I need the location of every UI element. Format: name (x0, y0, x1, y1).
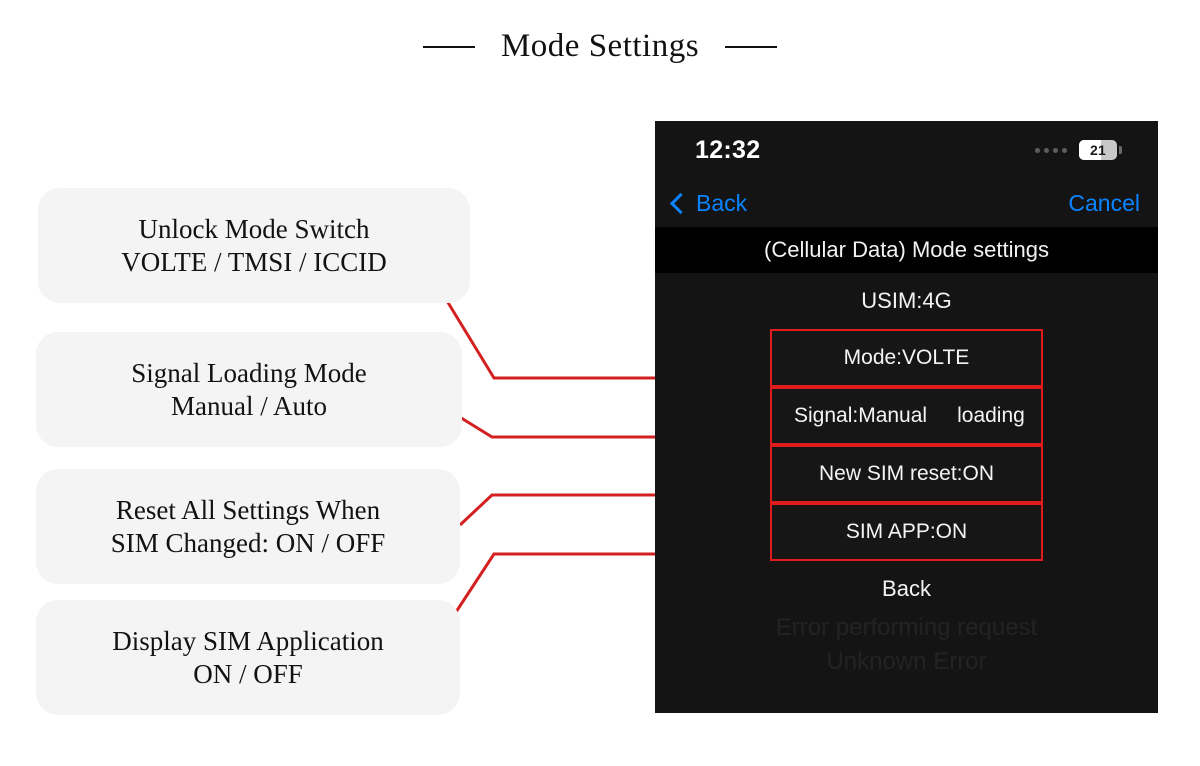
ghost-error-line-1: Error performing request (775, 614, 1038, 641)
callout-line-1: Unlock Mode Switch (138, 213, 370, 244)
status-right-group: 21 (1035, 140, 1122, 160)
nav-back-label: Back (696, 189, 748, 216)
page-title-text: Mode Settings (500, 28, 700, 64)
nav-back-button[interactable]: Back (669, 190, 747, 217)
status-bar: 12:32 21 (655, 121, 1158, 179)
battery-level-text: 21 (1090, 142, 1106, 158)
nav-bar: Back Cancel (655, 179, 1158, 227)
title-rule-right (725, 45, 778, 48)
callout-unlock-mode-switch: Unlock Mode Switch VOLTE / TMSI / ICCID (38, 188, 470, 303)
signal-dots-icon (1035, 147, 1067, 153)
callout-line-1: Reset All Settings When (115, 494, 381, 525)
option-label: Signal:Manual (794, 404, 928, 427)
callout-signal-loading-mode: Signal Loading Mode Manual / Auto (36, 332, 462, 447)
battery-icon: 21 (1079, 140, 1122, 160)
callout-line-2: ON / OFF (193, 658, 303, 689)
option-new-sim-reset[interactable]: New SIM reset:ON (770, 445, 1043, 503)
callout-display-sim-application: Display SIM Application ON / OFF (36, 600, 460, 715)
page-title: Mode Settings (0, 28, 1200, 65)
title-rule-left (422, 45, 475, 48)
usim-row: USIM:4G (861, 288, 952, 313)
option-label: SIM APP:ON (845, 520, 968, 543)
callout-line-1: Display SIM Application (112, 625, 384, 656)
phone-screen: 12:32 21 Back Cancel (C (655, 121, 1158, 713)
ghost-error-line-2: Unknown Error (826, 648, 987, 675)
callout-line-1: Signal Loading Mode (131, 357, 367, 388)
chevron-left-icon (669, 192, 692, 214)
callout-line-2: SIM Changed: ON / OFF (110, 527, 386, 558)
status-time: 12:32 (695, 135, 761, 164)
callout-line-2: VOLTE / TMSI / ICCID (121, 246, 387, 277)
callout-line-2: Manual / Auto (171, 390, 327, 421)
callout-reset-all-settings: Reset All Settings When SIM Changed: ON … (36, 469, 460, 584)
option-signal-manual[interactable]: Signal:Manual loading (770, 387, 1043, 445)
option-mode-volte[interactable]: Mode:VOLTE (770, 329, 1043, 387)
option-sim-app[interactable]: SIM APP:ON (770, 503, 1043, 561)
option-label: New SIM reset:ON (818, 462, 995, 485)
option-status-loading: loading (957, 404, 1025, 427)
sheet-back-button[interactable]: Back (882, 576, 931, 601)
sheet-header: (Cellular Data) Mode settings (655, 227, 1158, 273)
option-label: Mode:VOLTE (843, 346, 970, 369)
nav-cancel-button[interactable]: Cancel (1068, 189, 1140, 216)
options-list: Mode:VOLTE Signal:Manual loading New SIM… (655, 329, 1158, 561)
